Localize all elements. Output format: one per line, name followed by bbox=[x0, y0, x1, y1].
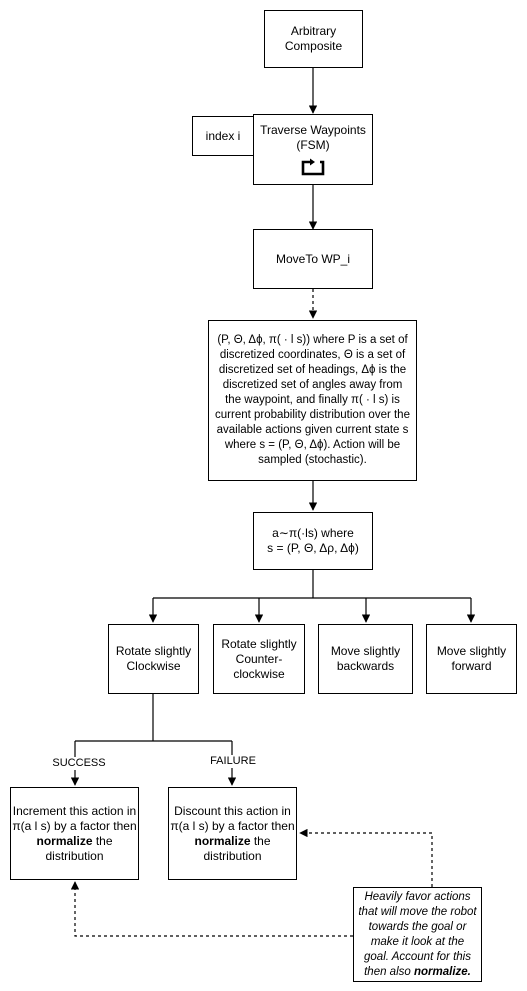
increment-line-1: Increment this action in bbox=[12, 803, 137, 818]
action-line-2: s = (P, Θ, Δρ, Δϕ) bbox=[267, 541, 359, 555]
composite-line-1: Arbitrary bbox=[290, 24, 337, 38]
state-line-8: where s = (P, Θ, Δϕ). Action will be bbox=[224, 439, 401, 451]
note-last-prefix: then also bbox=[364, 965, 414, 978]
discount-node: Discount this action in π(a l s) by a fa… bbox=[168, 787, 297, 880]
action-sampling-node: a∼π(·ls) where s = (P, Θ, Δρ, Δϕ) bbox=[253, 512, 373, 570]
state-line-3: discretized set of headings, Δϕ is the bbox=[218, 364, 407, 376]
increment-bold-normalize: normalize bbox=[36, 833, 93, 848]
traverse-node: Traverse Waypoints (FSM) bbox=[253, 114, 373, 185]
success-label: SUCCESS bbox=[49, 757, 109, 770]
index-label: index i bbox=[205, 128, 241, 143]
note-line-4: make it look at the bbox=[370, 935, 465, 948]
state-line-4: discretized set of angles away from bbox=[222, 379, 403, 391]
note-line-1: Heavily favor actions bbox=[364, 890, 471, 903]
state-line-9: sampled (stochastic). bbox=[258, 454, 367, 466]
discount-line-2: π(a l s) by a factor then bbox=[170, 818, 295, 833]
heuristic-note: Heavily favor actions that will move the… bbox=[353, 887, 482, 982]
edge-rot-cw-branch bbox=[75, 694, 232, 742]
rot-cw-line-1: Rotate slightly bbox=[115, 644, 192, 658]
state-line-5: the waypoint, and finally π( · l s) is bbox=[225, 394, 400, 406]
edge-action-branch bbox=[153, 570, 471, 599]
rotate-counterclockwise-node: Rotate slightly Counter- clockwise bbox=[213, 624, 305, 694]
state-description-node: (P, Θ, Δϕ, π( · l s)) where P is a set o… bbox=[208, 320, 417, 481]
edge-note-discount bbox=[299, 828, 433, 887]
traverse-line-1: Traverse Waypoints bbox=[260, 123, 366, 137]
rot-cw-line-2: Clockwise bbox=[126, 659, 181, 673]
state-line-1: (P, Θ, Δϕ, π( · l s)) where P is a set o… bbox=[217, 334, 408, 346]
move-fwd-line-1: Move slightly bbox=[436, 644, 507, 658]
action-line-1: a∼π(·ls) where bbox=[272, 526, 354, 540]
discount-line-4: distribution bbox=[203, 848, 262, 863]
failure-label: FAILURE bbox=[206, 755, 260, 768]
discount-line-1: Discount this action in bbox=[174, 803, 291, 818]
rotate-clockwise-node: Rotate slightly Clockwise bbox=[108, 624, 199, 694]
move-backwards-node: Move slightly backwards bbox=[318, 624, 413, 694]
increment-after-bold: the bbox=[92, 833, 113, 848]
rot-ccw-line-2: Counter- bbox=[235, 651, 283, 666]
composite-line-2: Composite bbox=[284, 39, 343, 53]
move-back-line-1: Move slightly bbox=[330, 644, 401, 658]
move-forward-node: Move slightly forward bbox=[426, 624, 517, 694]
discount-line-3: normalize the bbox=[194, 834, 270, 849]
rot-ccw-line-3: clockwise bbox=[233, 666, 285, 681]
note-bold-normalize: normalize. bbox=[413, 965, 471, 978]
note-line-2: that will move the robot bbox=[358, 905, 477, 918]
move-back-line-2: backwards bbox=[336, 659, 395, 673]
index-node: index i bbox=[192, 116, 254, 156]
rot-ccw-line-1: Rotate slightly bbox=[221, 636, 297, 651]
increment-line-3: normalize the bbox=[36, 834, 112, 849]
loop-icon bbox=[301, 158, 325, 176]
note-line-6: then also normalize. bbox=[364, 965, 471, 980]
increment-line-2: π(a l s) by a factor then bbox=[12, 818, 137, 833]
edge-note-increment bbox=[70, 881, 353, 937]
move-fwd-line-2: forward bbox=[451, 659, 492, 673]
state-line-6: current probability distribution over th… bbox=[215, 409, 410, 421]
moveto-label: MoveTo WP_i bbox=[275, 251, 351, 266]
state-line-2: discretized coordinates, Θ is a set of bbox=[219, 349, 406, 361]
discount-bold-normalize: normalize bbox=[194, 833, 251, 848]
moveto-node: MoveTo WP_i bbox=[253, 229, 373, 289]
discount-after-bold: the bbox=[250, 833, 271, 848]
traverse-line-2: (FSM) bbox=[296, 138, 330, 152]
state-line-7: available actions given current state s bbox=[216, 424, 409, 436]
increment-node: Increment this action in π(a l s) by a f… bbox=[10, 787, 139, 880]
note-line-3: towards the goal or bbox=[368, 920, 467, 933]
note-line-5: goal. Account for this bbox=[364, 950, 471, 963]
composite-node: Arbitrary Composite bbox=[264, 10, 363, 68]
increment-line-4: distribution bbox=[45, 848, 104, 863]
